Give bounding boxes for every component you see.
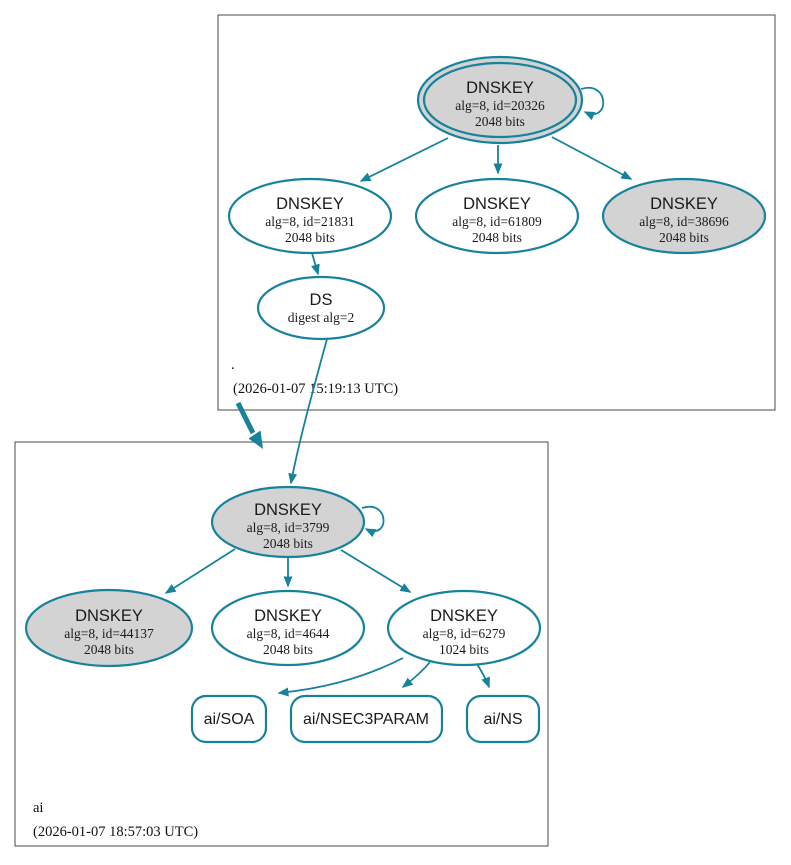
cluster-ai-border — [14, 441, 549, 847]
edge-ai-ksk-to-key-44137 — [164, 548, 236, 594]
node-rrset-ai-ns[interactable]: ai/NS — [465, 694, 541, 744]
cluster-ai-zone: ai (2026-01-07 18:57:03 UTC) — [14, 441, 549, 847]
edge-ai-ksk-self-sign — [361, 505, 385, 538]
cluster-root-timestamp: (2026-01-07 15:19:13 UTC) — [233, 381, 398, 397]
node-detail-alg: alg=8, id=21831 — [265, 214, 354, 229]
node-ds-root-to-ai[interactable]: DS digest alg=2 — [256, 275, 386, 341]
node-dnskey-ai-4644[interactable]: DNSKEY alg=8, id=4644 2048 bits — [210, 589, 366, 667]
cluster-root-label: . — [231, 357, 235, 373]
node-dnskey-ai-ksk-3799[interactable]: DNSKEY alg=8, id=3799 2048 bits — [210, 485, 366, 559]
node-detail-alg: alg=8, id=6279 — [423, 626, 506, 641]
node-title: DNSKEY — [276, 195, 344, 213]
node-title: DNSKEY — [75, 607, 143, 625]
node-detail-bits: 2048 bits — [472, 230, 522, 245]
cluster-ai-label: ai — [33, 800, 43, 816]
rrset-label: ai/NS — [483, 711, 522, 728]
cluster-root-border — [217, 14, 776, 411]
node-detail-alg: alg=8, id=3799 — [247, 520, 330, 535]
node-detail-alg: alg=8, id=44137 — [64, 626, 154, 641]
node-dnskey-root-ksk-20326[interactable]: DNSKEY alg=8, id=20326 2048 bits — [416, 55, 584, 145]
node-detail-bits: 2048 bits — [285, 230, 335, 245]
node-detail-bits: 2048 bits — [84, 642, 134, 657]
node-title: DNSKEY — [463, 195, 531, 213]
node-detail-alg: alg=8, id=20326 — [455, 98, 545, 113]
node-title: DNSKEY — [254, 607, 322, 625]
node-rrset-ai-nsec3param[interactable]: ai/NSEC3PARAM — [289, 694, 444, 744]
node-detail-bits: 1024 bits — [439, 642, 489, 657]
node-detail-alg: alg=8, id=4644 — [247, 626, 330, 641]
node-detail-alg: alg=8, id=61809 — [452, 214, 542, 229]
node-detail-bits: 2048 bits — [263, 536, 313, 551]
node-detail-alg: alg=8, id=38696 — [639, 214, 729, 229]
node-dnskey-root-38696[interactable]: DNSKEY alg=8, id=38696 2048 bits — [601, 177, 767, 255]
node-dnskey-root-21831[interactable]: DNSKEY alg=8, id=21831 2048 bits — [227, 177, 393, 255]
edge-root-ksk-to-key-38696 — [551, 136, 633, 180]
node-title: DS — [310, 291, 333, 309]
node-title: DNSKEY — [254, 501, 322, 519]
node-rrset-ai-soa[interactable]: ai/SOA — [190, 694, 268, 744]
edge-key-21831-to-ds — [311, 252, 320, 276]
node-detail-bits: 2048 bits — [475, 114, 525, 129]
node-detail-bits: 2048 bits — [263, 642, 313, 657]
node-dnskey-ai-6279[interactable]: DNSKEY alg=8, id=6279 1024 bits — [386, 589, 542, 667]
node-title: DNSKEY — [430, 607, 498, 625]
node-title: DNSKEY — [650, 195, 718, 213]
node-detail-digest: digest alg=2 — [288, 310, 354, 325]
rrset-label: ai/SOA — [204, 711, 255, 728]
edge-key-6279-to-rrset-nsec3param — [401, 661, 431, 688]
node-dnskey-root-61809[interactable]: DNSKEY alg=8, id=61809 2048 bits — [414, 177, 580, 255]
edge-ds-to-ai-ksk — [288, 338, 328, 485]
edge-root-ksk-self-sign — [580, 86, 605, 121]
node-detail-bits: 2048 bits — [659, 230, 709, 245]
node-dnskey-ai-44137[interactable]: DNSKEY alg=8, id=44137 2048 bits — [24, 588, 194, 668]
edge-key-6279-to-rrset-soa — [277, 657, 404, 697]
cluster-ai-timestamp: (2026-01-07 18:57:03 UTC) — [33, 824, 198, 840]
edge-key-6279-to-rrset-ns — [476, 663, 490, 689]
rrset-label: ai/NSEC3PARAM — [303, 711, 429, 728]
edge-root-zone-to-ai-zone-delegation — [235, 401, 263, 449]
edge-ai-ksk-to-key-6279 — [340, 549, 412, 593]
edge-root-ksk-to-key-21831 — [359, 137, 449, 182]
node-title: DNSKEY — [466, 79, 534, 97]
cluster-root-zone: . (2026-01-07 15:19:13 UTC) — [217, 14, 776, 411]
